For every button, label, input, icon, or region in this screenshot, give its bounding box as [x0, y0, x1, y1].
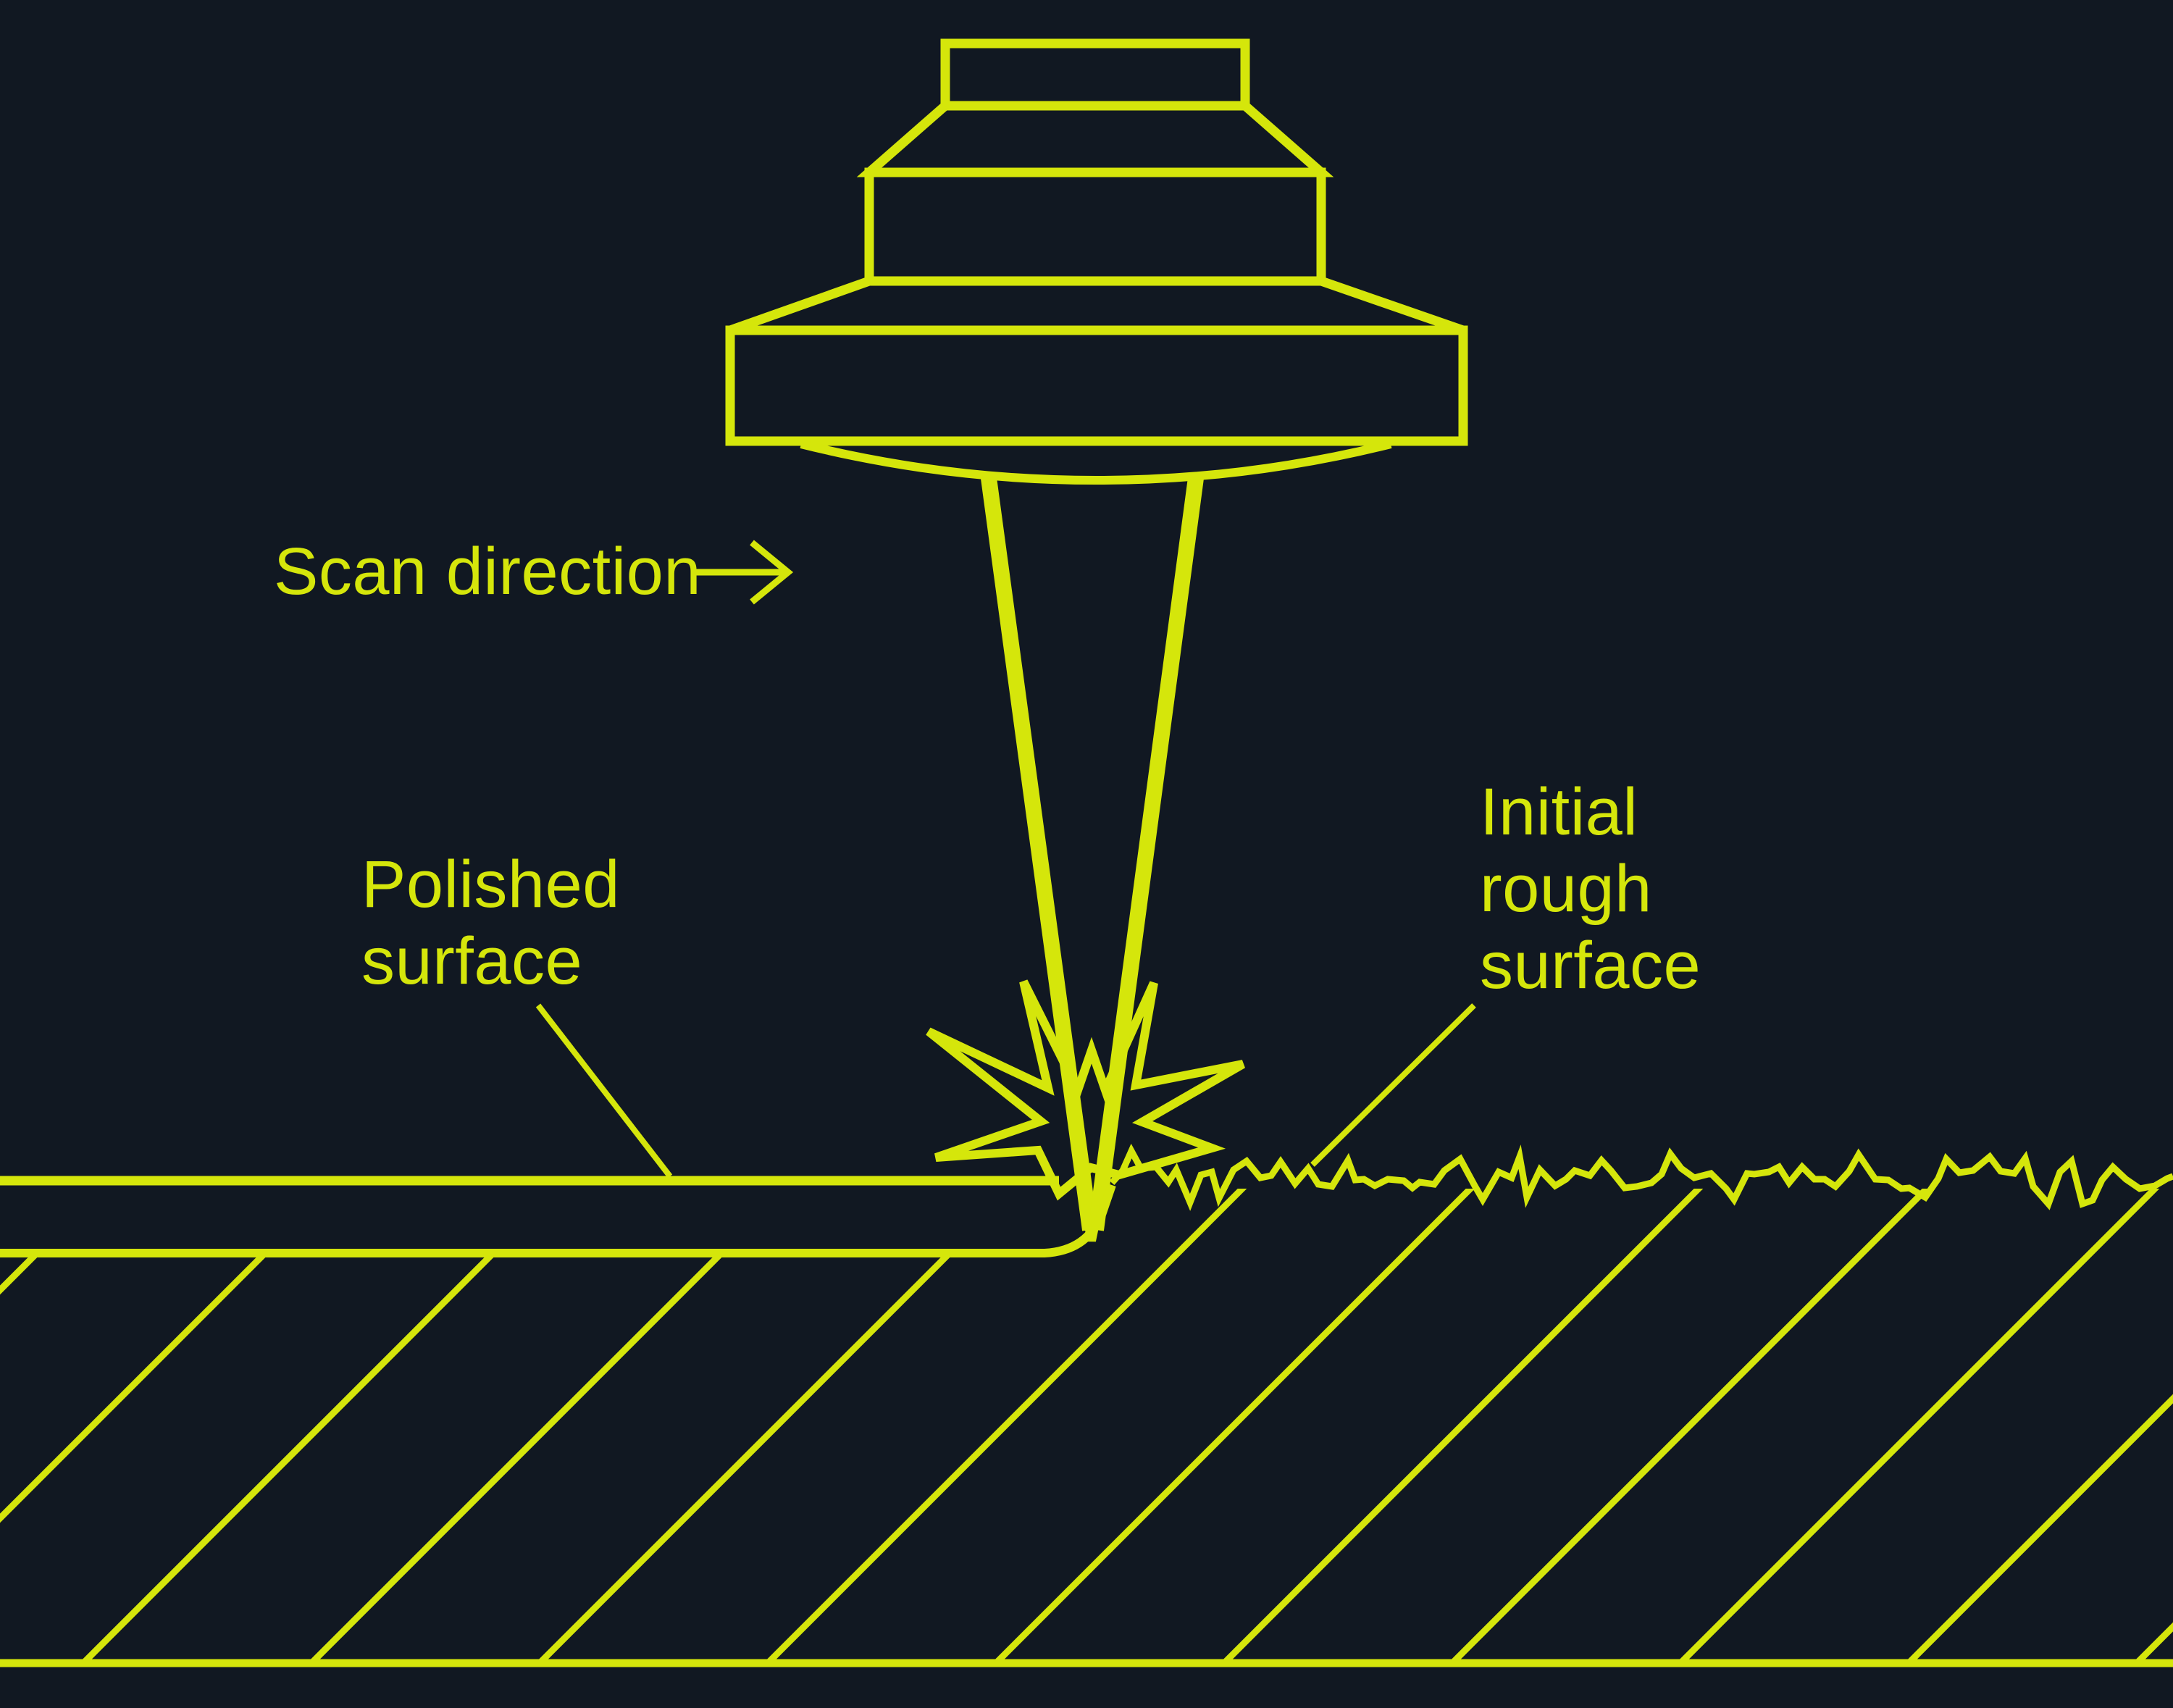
laser-head-mid-block	[864, 167, 1326, 286]
laser-head-top-block	[940, 38, 1250, 111]
laser-head	[725, 38, 1468, 485]
laser-beam-right-edge	[1088, 477, 1204, 1231]
laser-head-lower-taper	[728, 276, 1465, 335]
leader-lines	[535, 1003, 1476, 1179]
rough-surface-leader-line	[1310, 1003, 1476, 1167]
melt-zone-boundary-line	[0, 1184, 1116, 1257]
hatch-pattern	[0, 1189, 2173, 1663]
scan-direction-label: Scan direction	[274, 535, 701, 608]
polished-surface-label: Polished surface	[361, 847, 620, 998]
laser-head-base-block	[725, 325, 1468, 446]
rough-surface-line	[1109, 1143, 2173, 1211]
right-arrow-icon	[696, 540, 794, 605]
lens-curve	[800, 440, 1392, 485]
spark-burst-icon	[926, 979, 1245, 1201]
laser-head-upper-taper	[856, 102, 1334, 177]
polished-surface-leader-line	[535, 1003, 673, 1179]
initial-rough-surface-label: Initial rough surface	[1480, 775, 1701, 1002]
laser-beam-left-edge	[981, 477, 1098, 1231]
